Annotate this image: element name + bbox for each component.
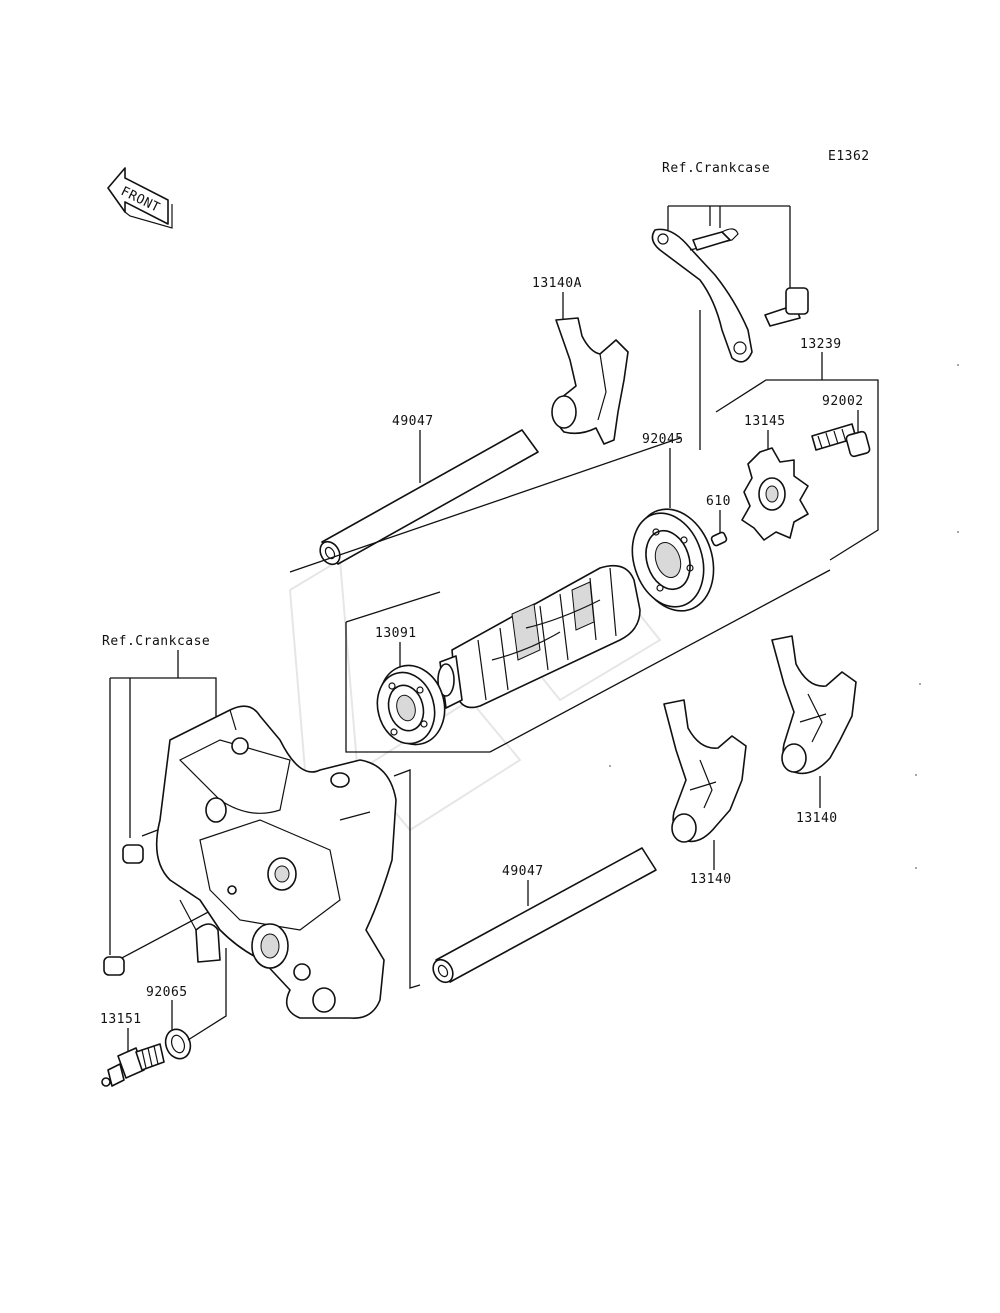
label-13145: 13145: [744, 414, 786, 429]
shaft-49047-top: [319, 429, 539, 566]
label-92002: 92002: [822, 394, 864, 409]
drum-assembly-box: [289, 437, 831, 753]
shift-drum: [437, 564, 641, 709]
shift-drum-cam-13145: [741, 447, 809, 541]
leader-washer-to-case: [187, 948, 227, 1041]
pin-610: [710, 531, 728, 547]
label-13140-right: 13140: [796, 811, 838, 826]
bracket-13239: [715, 352, 879, 561]
front-arrow-icon: FRONT: [107, 167, 173, 229]
dowel-pin-lower: [103, 956, 125, 976]
label-13151: 13151: [100, 1012, 142, 1027]
label-ref-crankcase-top: Ref.Crankcase: [662, 161, 770, 176]
label-ref-crankcase-left: Ref.Crankcase: [102, 634, 210, 649]
label-13239: 13239: [800, 337, 842, 352]
stray-marks: [609, 364, 959, 869]
label-13091: 13091: [375, 626, 417, 641]
bracket-bottom-shaft: [393, 769, 421, 989]
bolt-92002: [811, 423, 871, 458]
washer-92065: [164, 1028, 192, 1060]
shift-fork-13140A: [551, 317, 629, 445]
shift-lever-plate: [651, 228, 753, 363]
bearing-92045: [631, 508, 715, 612]
neutral-switch-13151: [101, 1043, 165, 1087]
label-13140-left: 13140: [690, 872, 732, 887]
shift-fork-13140-right: [771, 635, 857, 775]
label-49047-bottom: 49047: [502, 864, 544, 879]
dowel-pin-upper: [122, 844, 144, 864]
label-13140A: 13140A: [532, 276, 582, 291]
label-92045: 92045: [642, 432, 684, 447]
label-92065: 92065: [146, 985, 188, 1000]
diagram-code: E1362: [828, 149, 870, 164]
crankcase-housing: [155, 705, 397, 1019]
bearing-13091: [376, 664, 446, 746]
shaft-49047-bottom: [432, 847, 657, 984]
label-610: 610: [706, 494, 731, 509]
shift-lever-pin: [764, 287, 809, 327]
ref-crankcase-top-leaders: [667, 205, 791, 288]
shift-fork-13140-left: [663, 699, 747, 843]
label-49047-top: 49047: [392, 414, 434, 429]
